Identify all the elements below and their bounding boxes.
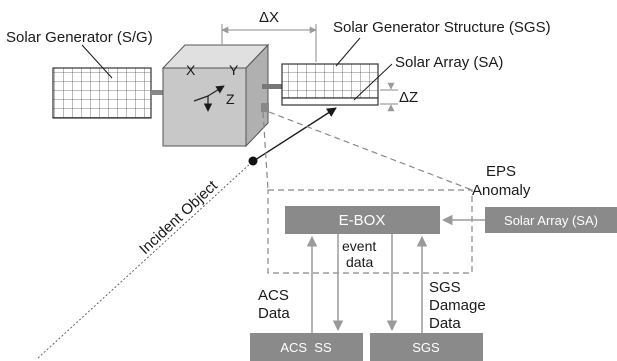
sgs-damage-label-line3: Data: [429, 315, 461, 332]
acs-ss-label: ACS SS: [280, 340, 332, 355]
leader-sgs: [335, 37, 361, 67]
ebox: E-BOX: [285, 206, 440, 234]
sgs-box: SGS: [370, 333, 483, 361]
leader-solar-array: [353, 63, 393, 101]
incident-object-dot: [248, 156, 258, 166]
incident-object-label: Incident Object: [136, 177, 221, 258]
solar-array-box-label: Solar Array (SA): [504, 213, 598, 228]
acs-ss-box: ACS SS: [250, 333, 363, 361]
body-axes: [193, 85, 225, 112]
delta-z-dimension: [380, 82, 398, 112]
zoom-line-left: [262, 111, 269, 191]
solar-generator-label: Solar Generator (S/G): [6, 29, 153, 46]
delta-z-label: ΔZ: [399, 89, 418, 106]
ebox-label: E-BOX: [339, 212, 386, 229]
ebox-enclosure: [267, 189, 473, 274]
delta-x-label: ΔX: [259, 9, 279, 26]
right-solar-panel: [281, 63, 379, 106]
solar-array-box: Solar Array (SA): [485, 207, 617, 233]
axis-z-label: Z: [226, 91, 235, 107]
zoom-line-right: [268, 111, 473, 191]
sensor-box: [261, 103, 269, 112]
sgs-damage-label-line2: Damage: [429, 297, 486, 314]
leader-solar-generator: [81, 44, 113, 79]
left-solar-panel: [52, 67, 152, 119]
axis-y-label: Y: [229, 62, 239, 78]
satellite-body: [161, 43, 270, 148]
sgs-damage-label-line1: SGS: [429, 279, 461, 296]
solar-array-label: Solar Array (SA): [395, 54, 503, 71]
eps-label-line1: EPS: [486, 163, 516, 180]
acs-data-label-line2: Data: [258, 305, 290, 322]
left-panel-boom: [151, 90, 163, 95]
sgs-box-label: SGS: [412, 340, 440, 355]
acs-data-label-line1: ACS: [258, 287, 289, 304]
sgs-label: Solar Generator Structure (SGS): [333, 19, 551, 36]
right-panel-boom: [262, 84, 282, 89]
delta-x-dimension: [221, 24, 317, 62]
axis-x-label: X: [186, 62, 196, 78]
event-data-label-line2: data: [346, 254, 373, 270]
event-data-label-line1: event: [342, 238, 376, 254]
incident-trajectory-dashed: [37, 161, 253, 359]
eps-label-line2: Anomaly: [472, 182, 531, 199]
